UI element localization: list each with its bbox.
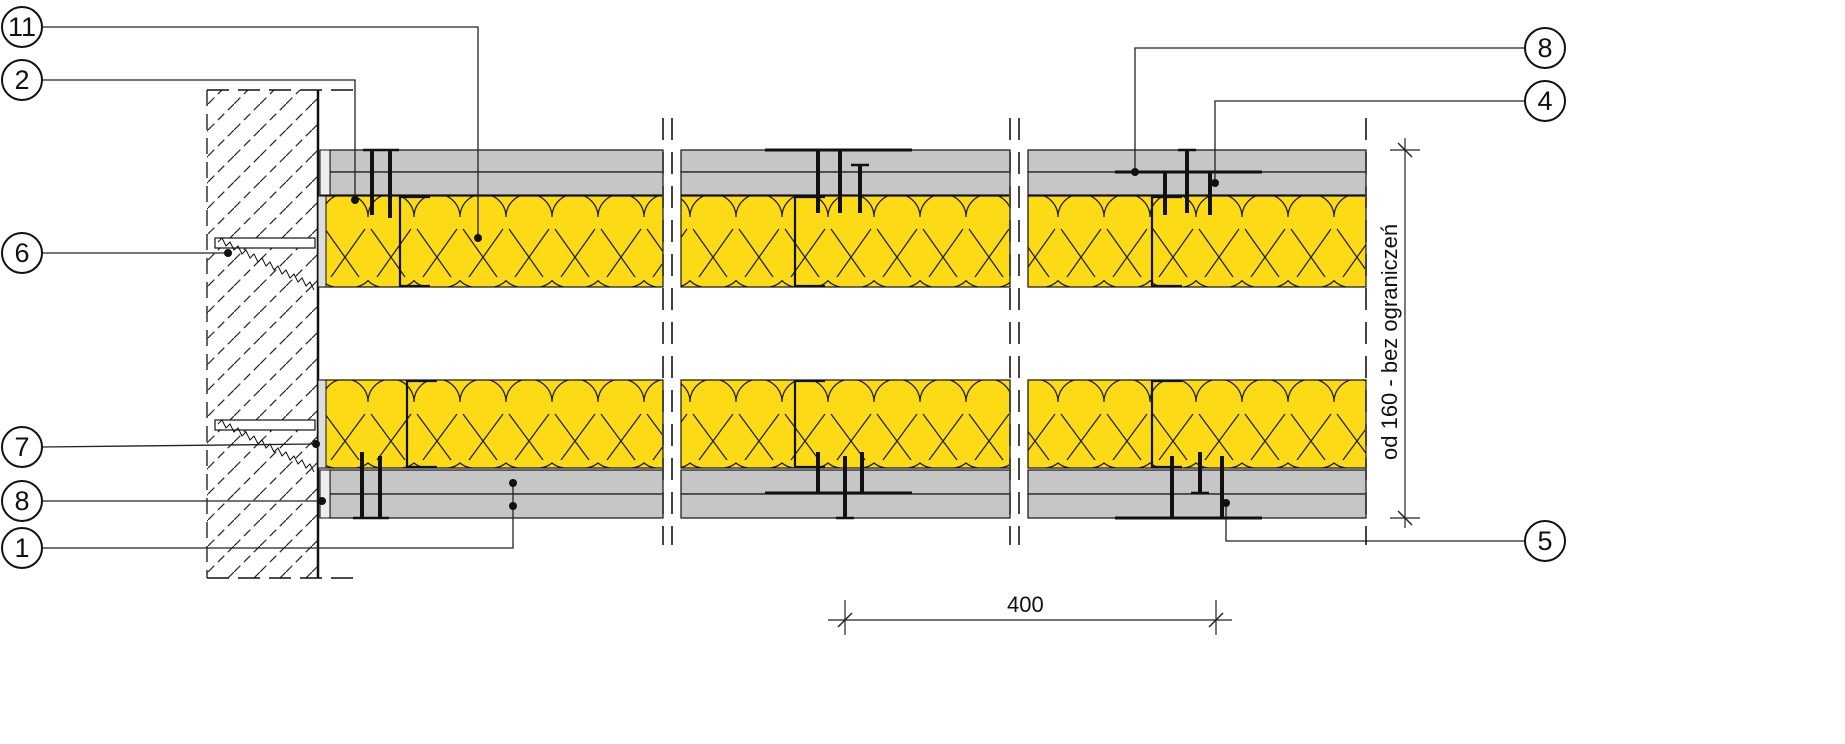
callouts-group: 11 2 6 7 8 1 8 4 5 <box>1 6 1566 569</box>
callout-leader-c8_right <box>1134 47 1525 172</box>
callout-label-c5: 5 <box>1537 526 1552 556</box>
callout-circle-c2 <box>1 59 43 101</box>
ud-profile-seal-bottom <box>317 379 327 469</box>
anchor-thread <box>217 237 315 291</box>
layers-group <box>206 89 1367 579</box>
callout-circle-c5 <box>1524 520 1566 562</box>
callout-dot-c1 <box>509 502 517 510</box>
gypsum-board-top-outer <box>1027 149 1367 173</box>
callout-circle-c1 <box>1 527 43 569</box>
wall-anchor-dowel <box>214 419 316 431</box>
callout-circle-c7 <box>1 426 43 468</box>
ud-profile-seal-top <box>317 195 327 288</box>
mineral-wool-top <box>680 195 1011 288</box>
callout-label-c1: 1 <box>14 533 29 563</box>
dimension-tick <box>837 612 853 628</box>
mineral-wool-bottom <box>680 379 1011 469</box>
masonry-wall <box>207 90 318 578</box>
callout-circle-c8_right <box>1524 27 1566 69</box>
callout-dot-c8_right <box>1131 168 1139 176</box>
gypsum-board-bottom-inner <box>1027 469 1367 495</box>
cw-stud-profile <box>398 195 430 288</box>
callout-leader-c11 <box>42 26 479 238</box>
acoustic-sealant-top <box>319 149 331 196</box>
cw-stud-profile <box>793 379 825 469</box>
callout-leader-c2 <box>42 79 356 200</box>
callout-leader-c7 <box>41 443 317 448</box>
callout-dot-c6 <box>224 249 232 257</box>
gypsum-board-top-inner <box>1027 171 1367 196</box>
callout-leader-c4 <box>1214 100 1525 183</box>
callout-label-c7: 7 <box>14 432 29 462</box>
gypsum-board-bottom-outer <box>1027 493 1367 519</box>
gypsum-board-top-outer <box>680 149 1011 173</box>
mineral-wool-top <box>1027 195 1367 288</box>
dimension-tick <box>1397 510 1413 526</box>
acoustic-sealant-bottom <box>319 469 331 519</box>
anchor-thread <box>217 419 315 473</box>
callout-dot-c5 <box>1222 499 1230 507</box>
callout-circle-c11 <box>1 6 43 48</box>
mineral-wool-bottom <box>319 379 664 469</box>
gypsum-board-bottom-outer <box>329 493 664 519</box>
callout-label-c8_right: 8 <box>1537 33 1552 63</box>
dimension-thickness-label: od 160 - bez ograniczeń <box>1377 224 1402 460</box>
gypsum-board-top-inner <box>680 171 1011 196</box>
gypsum-board-top-inner <box>329 171 664 196</box>
dimension-stud-spacing-label: 400 <box>1007 592 1044 617</box>
callout-label-c4: 4 <box>1537 86 1552 116</box>
wall-anchor-dowel <box>214 237 316 249</box>
callout-dot-c1 <box>509 479 517 487</box>
dimension-tick <box>1208 612 1224 628</box>
callout-dot-c11 <box>474 234 482 242</box>
dimension-tick <box>1397 142 1413 158</box>
callout-dot-c4 <box>1211 179 1219 187</box>
callout-circle-c8_left <box>1 480 43 522</box>
mineral-wool-bottom <box>1027 379 1367 469</box>
callout-label-c6: 6 <box>14 238 29 268</box>
cw-stud-profile <box>793 195 825 288</box>
cw-stud-profile <box>1150 379 1182 469</box>
callout-label-c8_left: 8 <box>14 486 29 516</box>
callout-dot-c2 <box>351 196 359 204</box>
callout-dot-c7 <box>312 440 320 448</box>
gypsum-board-bottom-inner <box>329 469 664 495</box>
callout-label-c2: 2 <box>14 65 29 95</box>
callout-label-c11: 11 <box>8 12 36 42</box>
callout-dot-c8_left <box>318 497 326 505</box>
dimensions-group: 400 od 160 - bez ograniczeń <box>828 138 1420 635</box>
callout-circle-c6 <box>1 232 43 274</box>
gypsum-board-top-outer <box>329 149 664 173</box>
cw-stud-profile <box>405 379 437 469</box>
callout-circle-c4 <box>1524 80 1566 122</box>
callout-leader-c5 <box>1225 503 1525 542</box>
